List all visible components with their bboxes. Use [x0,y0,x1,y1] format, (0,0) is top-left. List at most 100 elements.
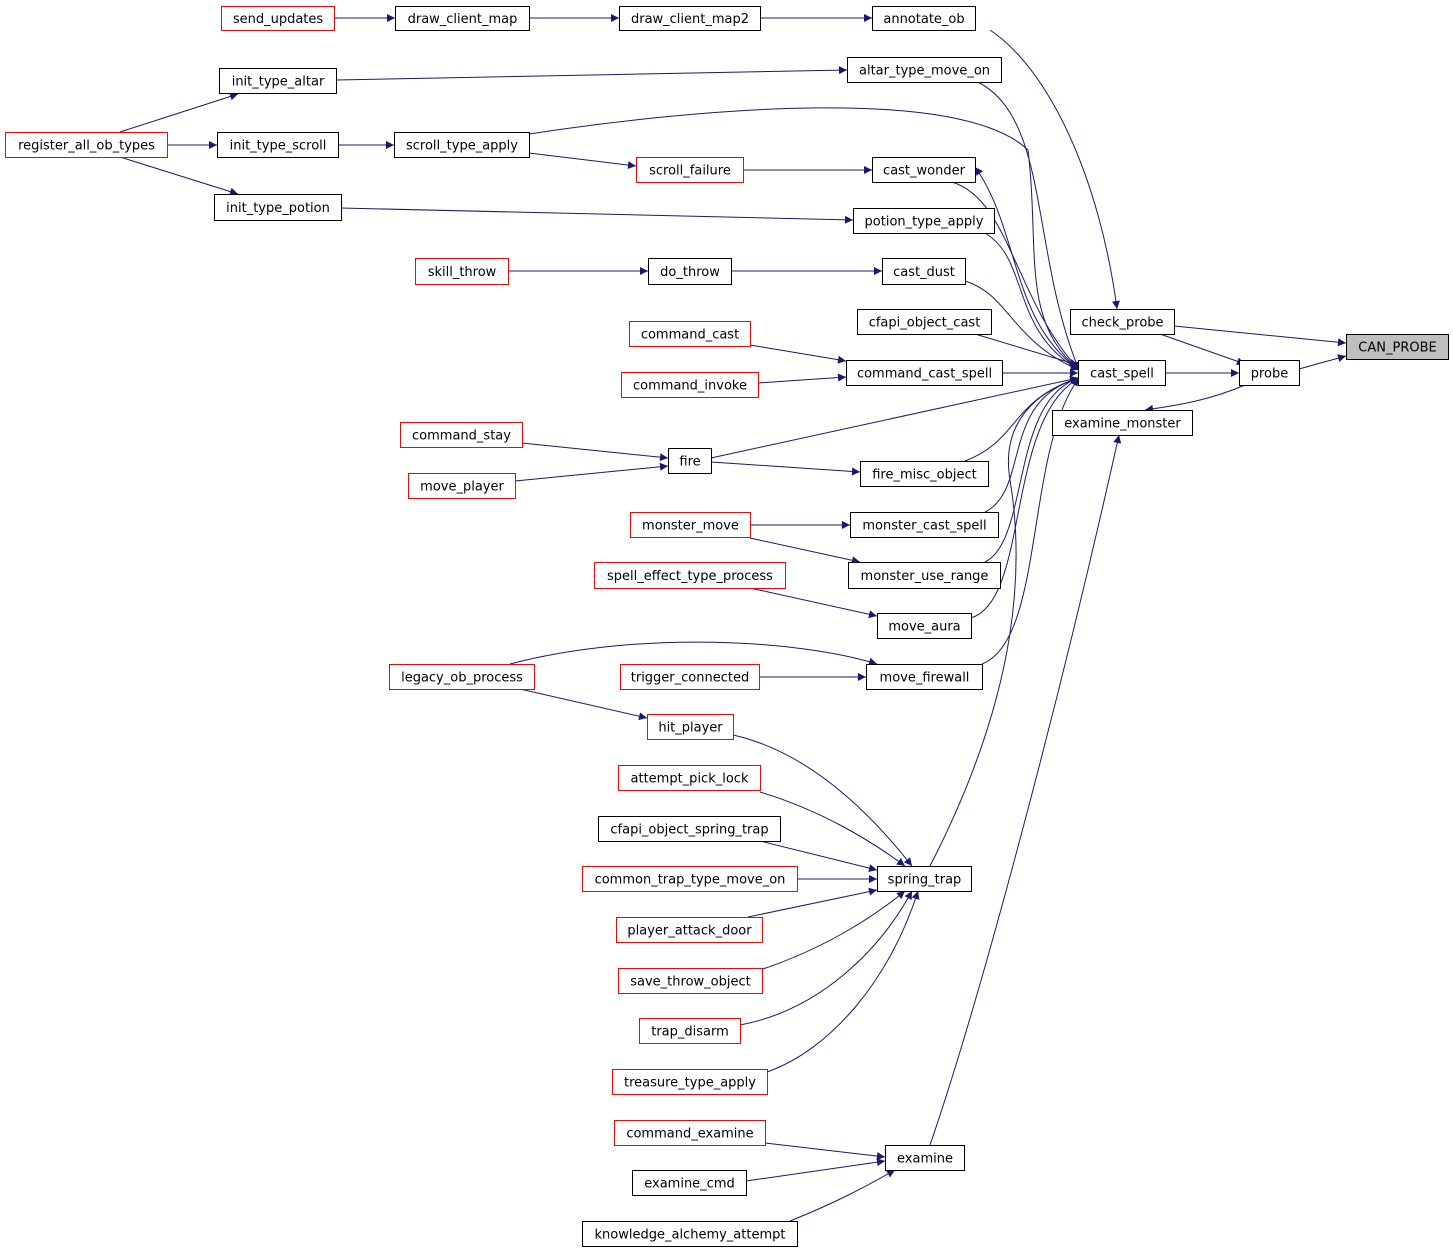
node-label: trap_disarm [651,1025,729,1040]
node-move-player[interactable]: move_player [408,473,516,499]
node-command-invoke[interactable]: command_invoke [621,372,759,398]
node-command-examine[interactable]: command_examine [614,1120,766,1146]
node-box [629,321,751,347]
node-label: spring_trap [888,873,962,888]
edge-potion_type_apply-to-cast_spell [984,232,1080,371]
edge-altar_type_move_on-to-cast_spell [977,81,1080,371]
node-common-trap-type-move-on[interactable]: common_trap_type_move_on [582,866,798,892]
node-box [221,6,335,31]
node-init-type-scroll[interactable]: init_type_scroll [217,132,339,158]
node-init-type-altar[interactable]: init_type_altar [219,68,337,94]
node-label: legacy_ob_process [401,671,523,686]
edge-save_throw_object-to-spring_trap [759,890,906,971]
node-probe[interactable]: probe [1239,360,1300,386]
node-move-aura[interactable]: move_aura [877,613,972,639]
node-label: send_updates [233,12,324,27]
node-check-probe[interactable]: check_probe [1070,309,1175,335]
node-do-throw[interactable]: do_throw [648,258,732,285]
node-label: scroll_type_apply [406,139,518,154]
node-label: command_examine [626,1127,753,1142]
node-examine-monster[interactable]: examine_monster [1052,410,1193,436]
node-trigger-connected[interactable]: trigger_connected [620,664,760,690]
node-box [1239,360,1300,386]
node-box [1346,334,1449,360]
node-label: move_player [420,480,504,495]
edge-command_invoke-to-command_cast_spell [757,373,847,384]
node-monster-move[interactable]: monster_move [630,512,751,538]
node-spring-trap[interactable]: spring_trap [877,866,972,892]
node-label: cast_dust [893,265,955,280]
node-box [582,866,798,892]
node-potion-type-apply[interactable]: potion_type_apply [853,208,995,234]
node-box [668,448,712,474]
node-label: player_attack_door [627,924,752,939]
edge-monster_move-to-monster_use_range [749,537,861,565]
nodes-layer: send_updates draw_client_map draw_client_m… [5,6,1449,1247]
node-label: attempt_pick_lock [631,772,749,787]
node-scroll-type-apply[interactable]: scroll_type_apply [394,132,530,158]
node-cast-spell[interactable]: cast_spell [1078,360,1166,386]
node-can-probe[interactable]: CAN_PROBE [1346,334,1449,360]
node-hit-player[interactable]: hit_player [647,714,734,740]
node-treasure-type-apply[interactable]: treasure_type_apply [612,1069,768,1095]
node-cast-wonder[interactable]: cast_wonder [872,157,976,183]
node-examine-cmd[interactable]: examine_cmd [632,1170,747,1196]
node-move-firewall[interactable]: move_firewall [866,664,983,690]
node-box [647,714,734,740]
edge-scroll_type_apply-to-cast_spell [528,107,1080,371]
node-label: potion_type_apply [865,215,984,230]
node-label: common_trap_type_move_on [595,873,786,888]
node-box [648,258,732,285]
node-command-cast[interactable]: command_cast [629,321,751,347]
node-box [636,157,744,183]
node-cast-dust[interactable]: cast_dust [882,258,966,285]
edge-move_aura-to-cast_spell [970,377,1080,619]
node-cfapi-object-spring-trap[interactable]: cfapi_object_spring_trap [598,816,781,842]
node-skill-throw[interactable]: skill_throw [415,258,509,285]
edge-check_probe-to-probe [1159,333,1246,366]
node-init-type-potion[interactable]: init_type_potion [214,194,342,221]
node-monster-cast-spell[interactable]: monster_cast_spell [850,512,999,538]
node-attempt-pick-lock[interactable]: attempt_pick_lock [618,765,761,791]
node-label: hit_player [658,721,723,736]
node-save-throw-object[interactable]: save_throw_object [618,968,763,994]
node-altar-type-move-on[interactable]: altar_type_move_on [847,57,1002,83]
node-label: draw_client_map2 [631,12,749,27]
node-examine[interactable]: examine [885,1145,965,1171]
edge-register_all_ob_types-to-init_type_altar [119,92,239,133]
node-label: move_firewall [880,671,970,686]
node-spell-effect-type-process[interactable]: spell_effect_type_process [594,562,786,589]
node-legacy-ob-process[interactable]: legacy_ob_process [389,664,535,690]
edge-hit_player-to-spring_trap [732,734,913,867]
node-player-attack-door[interactable]: player_attack_door [616,917,763,943]
edge-cfapi_object_cast-to-cast_spell [974,333,1079,367]
edge-monster_use_range-to-cast_spell [984,376,1080,563]
node-label: command_stay [412,429,511,444]
node-box [395,6,530,31]
edge-examine-to-examine_monster [929,434,1122,1146]
node-register-all-ob-types[interactable]: register_all_ob_types [5,132,168,158]
node-knowledge-alchemy-attempt[interactable]: knowledge_alchemy_attempt [582,1221,798,1247]
node-draw-client-map2[interactable]: draw_client_map2 [619,6,761,31]
node-box [594,562,786,589]
node-fire[interactable]: fire [668,448,712,474]
node-cfapi-object-cast[interactable]: cfapi_object_cast [857,309,992,335]
node-annotate-ob[interactable]: annotate_ob [872,6,976,31]
node-draw-client-map[interactable]: draw_client_map [395,6,530,31]
node-send-updates[interactable]: send_updates [221,6,335,31]
node-command-cast-spell[interactable]: command_cast_spell [846,360,1003,386]
edge-check_probe-to-CAN_PROBE [1173,325,1347,347]
edge-legacy_ob_process-to-hit_player [519,688,648,721]
edge-cfapi_object_spring_trap-to-spring_trap [759,840,878,872]
node-monster-use-range[interactable]: monster_use_range [848,562,1001,589]
edge-monster_cast_spell-to-cast_spell [984,376,1080,513]
node-box [877,613,972,639]
node-trap-disarm[interactable]: trap_disarm [639,1018,741,1044]
edge-annotate_ob-to-check_probe [989,29,1120,310]
edge-init_type_altar-to-altar_type_move_on [335,66,848,81]
node-command-stay[interactable]: command_stay [400,422,523,448]
node-label: init_type_scroll [230,139,327,154]
node-fire-misc-object[interactable]: fire_misc_object [860,461,989,487]
node-scroll-failure[interactable]: scroll_failure [636,157,744,183]
